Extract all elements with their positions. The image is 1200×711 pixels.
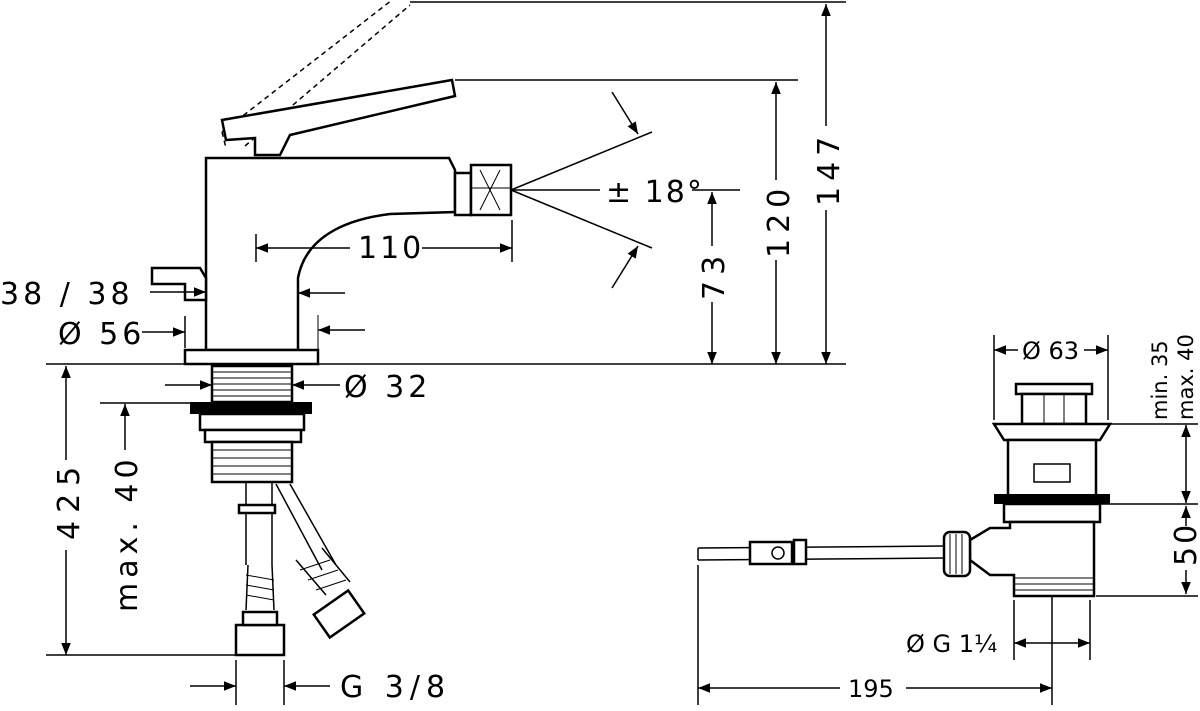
waste-thread-label: Ø G 1¼ — [906, 630, 997, 658]
connector-nut-right — [312, 588, 366, 640]
pop-up-knob — [150, 266, 208, 302]
left-dimensions: 38 / 38 Ø 56 Ø 32 425 max. 40 G 3/8 — [0, 277, 846, 705]
base-plate — [183, 348, 320, 366]
height-120-label: 120 — [762, 183, 797, 258]
waste-height-label: 50 — [1169, 522, 1200, 566]
shank-diameter-label: Ø 32 — [344, 370, 431, 405]
threaded-shank — [190, 364, 312, 484]
base-diameter-label: Ø 56 — [58, 317, 145, 352]
waste-max-label: max. 40 — [1174, 334, 1198, 420]
height-dimensions: 110 ± 18° 73 120 147 — [255, 1, 847, 364]
pop-up-waste: Ø 63 min. 35 max. 40 50 — [697, 334, 1200, 705]
aerator-head — [469, 163, 513, 217]
bidet-mixer — [150, 0, 513, 657]
spray-angle-label: ± 18° — [606, 175, 704, 210]
deck-thickness-label: max. 40 — [110, 454, 145, 612]
connection-label: G 3/8 — [340, 670, 451, 705]
waste-tailpiece — [968, 520, 1096, 598]
waste-flange — [991, 422, 1113, 442]
height-73-label: 73 — [697, 250, 732, 300]
rod-nut — [942, 530, 972, 578]
supply-hoses — [234, 482, 366, 657]
lever-handle — [220, 78, 457, 157]
connector-nut-left — [234, 623, 286, 657]
mixer-body — [204, 156, 457, 352]
rod-length-label: 195 — [848, 675, 894, 703]
waste-min-label: min. 35 — [1148, 340, 1172, 420]
deck-38-38-label: 38 / 38 — [0, 277, 134, 312]
rod-clamp — [748, 540, 794, 566]
shank-length-label: 425 — [52, 459, 87, 540]
waste-body — [1006, 438, 1098, 498]
spout-reach-label: 110 — [358, 231, 424, 266]
spout-joint — [453, 171, 473, 217]
waste-diameter-label: Ø 63 — [1022, 337, 1079, 365]
waste-plug — [1014, 382, 1094, 396]
height-147-label: 147 — [812, 131, 847, 206]
